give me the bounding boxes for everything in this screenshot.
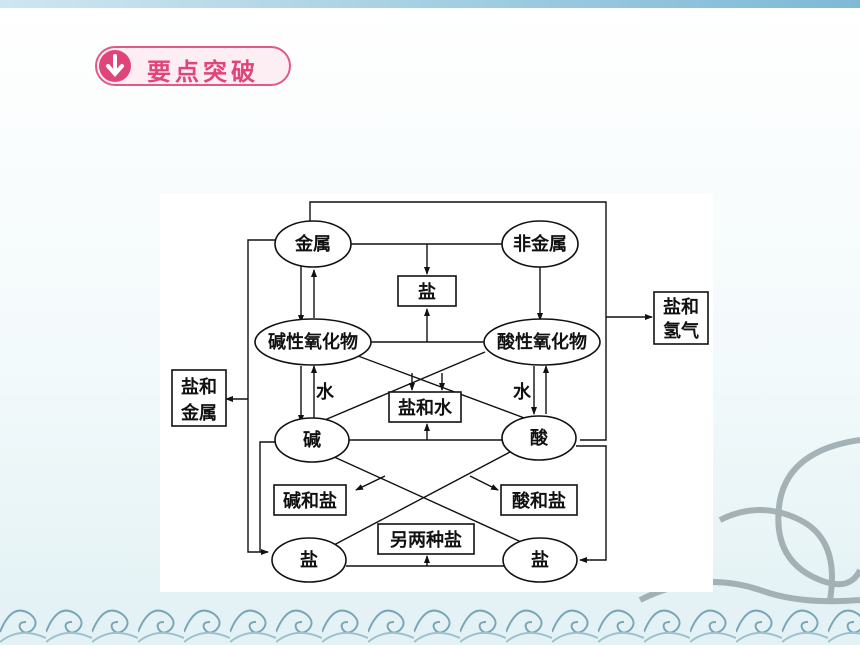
node-metal bbox=[274, 220, 352, 268]
label-salt-left: 盐 bbox=[300, 549, 318, 571]
label-salt-metal-1: 盐和 bbox=[181, 376, 217, 398]
arrow-to-acid-and-salt bbox=[469, 475, 499, 491]
box-base-salt bbox=[273, 484, 347, 516]
arrow-metal-to-salt-left bbox=[247, 239, 276, 555]
label-metal: 金属 bbox=[294, 233, 331, 255]
label-salt-metal-2: 金属 bbox=[180, 402, 217, 424]
down-arrow-icon bbox=[99, 50, 131, 82]
box-salt-water bbox=[388, 391, 462, 423]
label-salt-right: 盐 bbox=[531, 549, 549, 571]
label-two-salts: 另两种盐 bbox=[390, 529, 462, 551]
line-metal-acid-loop bbox=[309, 201, 607, 441]
label-base-salt: 碱和盐 bbox=[283, 490, 337, 512]
box-salt-hydrogen bbox=[653, 291, 709, 345]
chemistry-relation-diagram: 金属 非金属 碱性氧化物 酸性氧化物 碱 酸 盐 盐 盐 盐和水 碱和盐 酸和盐… bbox=[160, 194, 713, 592]
label-salt-hydrogen-1: 盐和 bbox=[663, 296, 699, 318]
label-salt-top: 盐 bbox=[418, 281, 436, 303]
node-basic-oxide bbox=[254, 318, 372, 366]
line-base-to-salt-right bbox=[331, 455, 531, 547]
arrow-acid-to-salt-right bbox=[576, 445, 607, 563]
node-salt-left bbox=[271, 537, 347, 583]
label-salt-hydrogen-2: 氢气 bbox=[663, 320, 699, 342]
arrow-to-base-and-salt bbox=[355, 475, 386, 491]
label-nonmetal: 非金属 bbox=[513, 233, 567, 255]
label-salt-water: 盐和水 bbox=[398, 397, 453, 419]
top-band bbox=[0, 0, 860, 8]
section-badge: 要点突破 bbox=[95, 46, 291, 86]
label-water-left: 水 bbox=[316, 381, 335, 403]
label-water-right: 水 bbox=[513, 381, 532, 403]
line-acidic-oxide-to-base bbox=[319, 351, 486, 423]
label-acid: 酸 bbox=[530, 427, 549, 449]
section-title: 要点突破 bbox=[147, 58, 259, 86]
node-salt-right bbox=[502, 537, 578, 583]
label-acidic-oxide: 酸性氧化物 bbox=[497, 331, 587, 353]
box-salt-top bbox=[397, 275, 457, 307]
label-base: 碱 bbox=[303, 429, 321, 451]
label-acid-salt: 酸和盐 bbox=[512, 490, 566, 512]
node-acid bbox=[501, 415, 577, 461]
node-nonmetal bbox=[501, 220, 579, 268]
node-base bbox=[274, 417, 350, 463]
line-acid-to-salt-left bbox=[331, 451, 511, 547]
node-acidic-oxide bbox=[483, 318, 601, 366]
box-two-salts bbox=[377, 523, 475, 555]
box-salt-metal bbox=[171, 369, 227, 427]
box-acid-salt bbox=[500, 484, 578, 516]
label-basic-oxide: 碱性氧化物 bbox=[268, 331, 358, 353]
